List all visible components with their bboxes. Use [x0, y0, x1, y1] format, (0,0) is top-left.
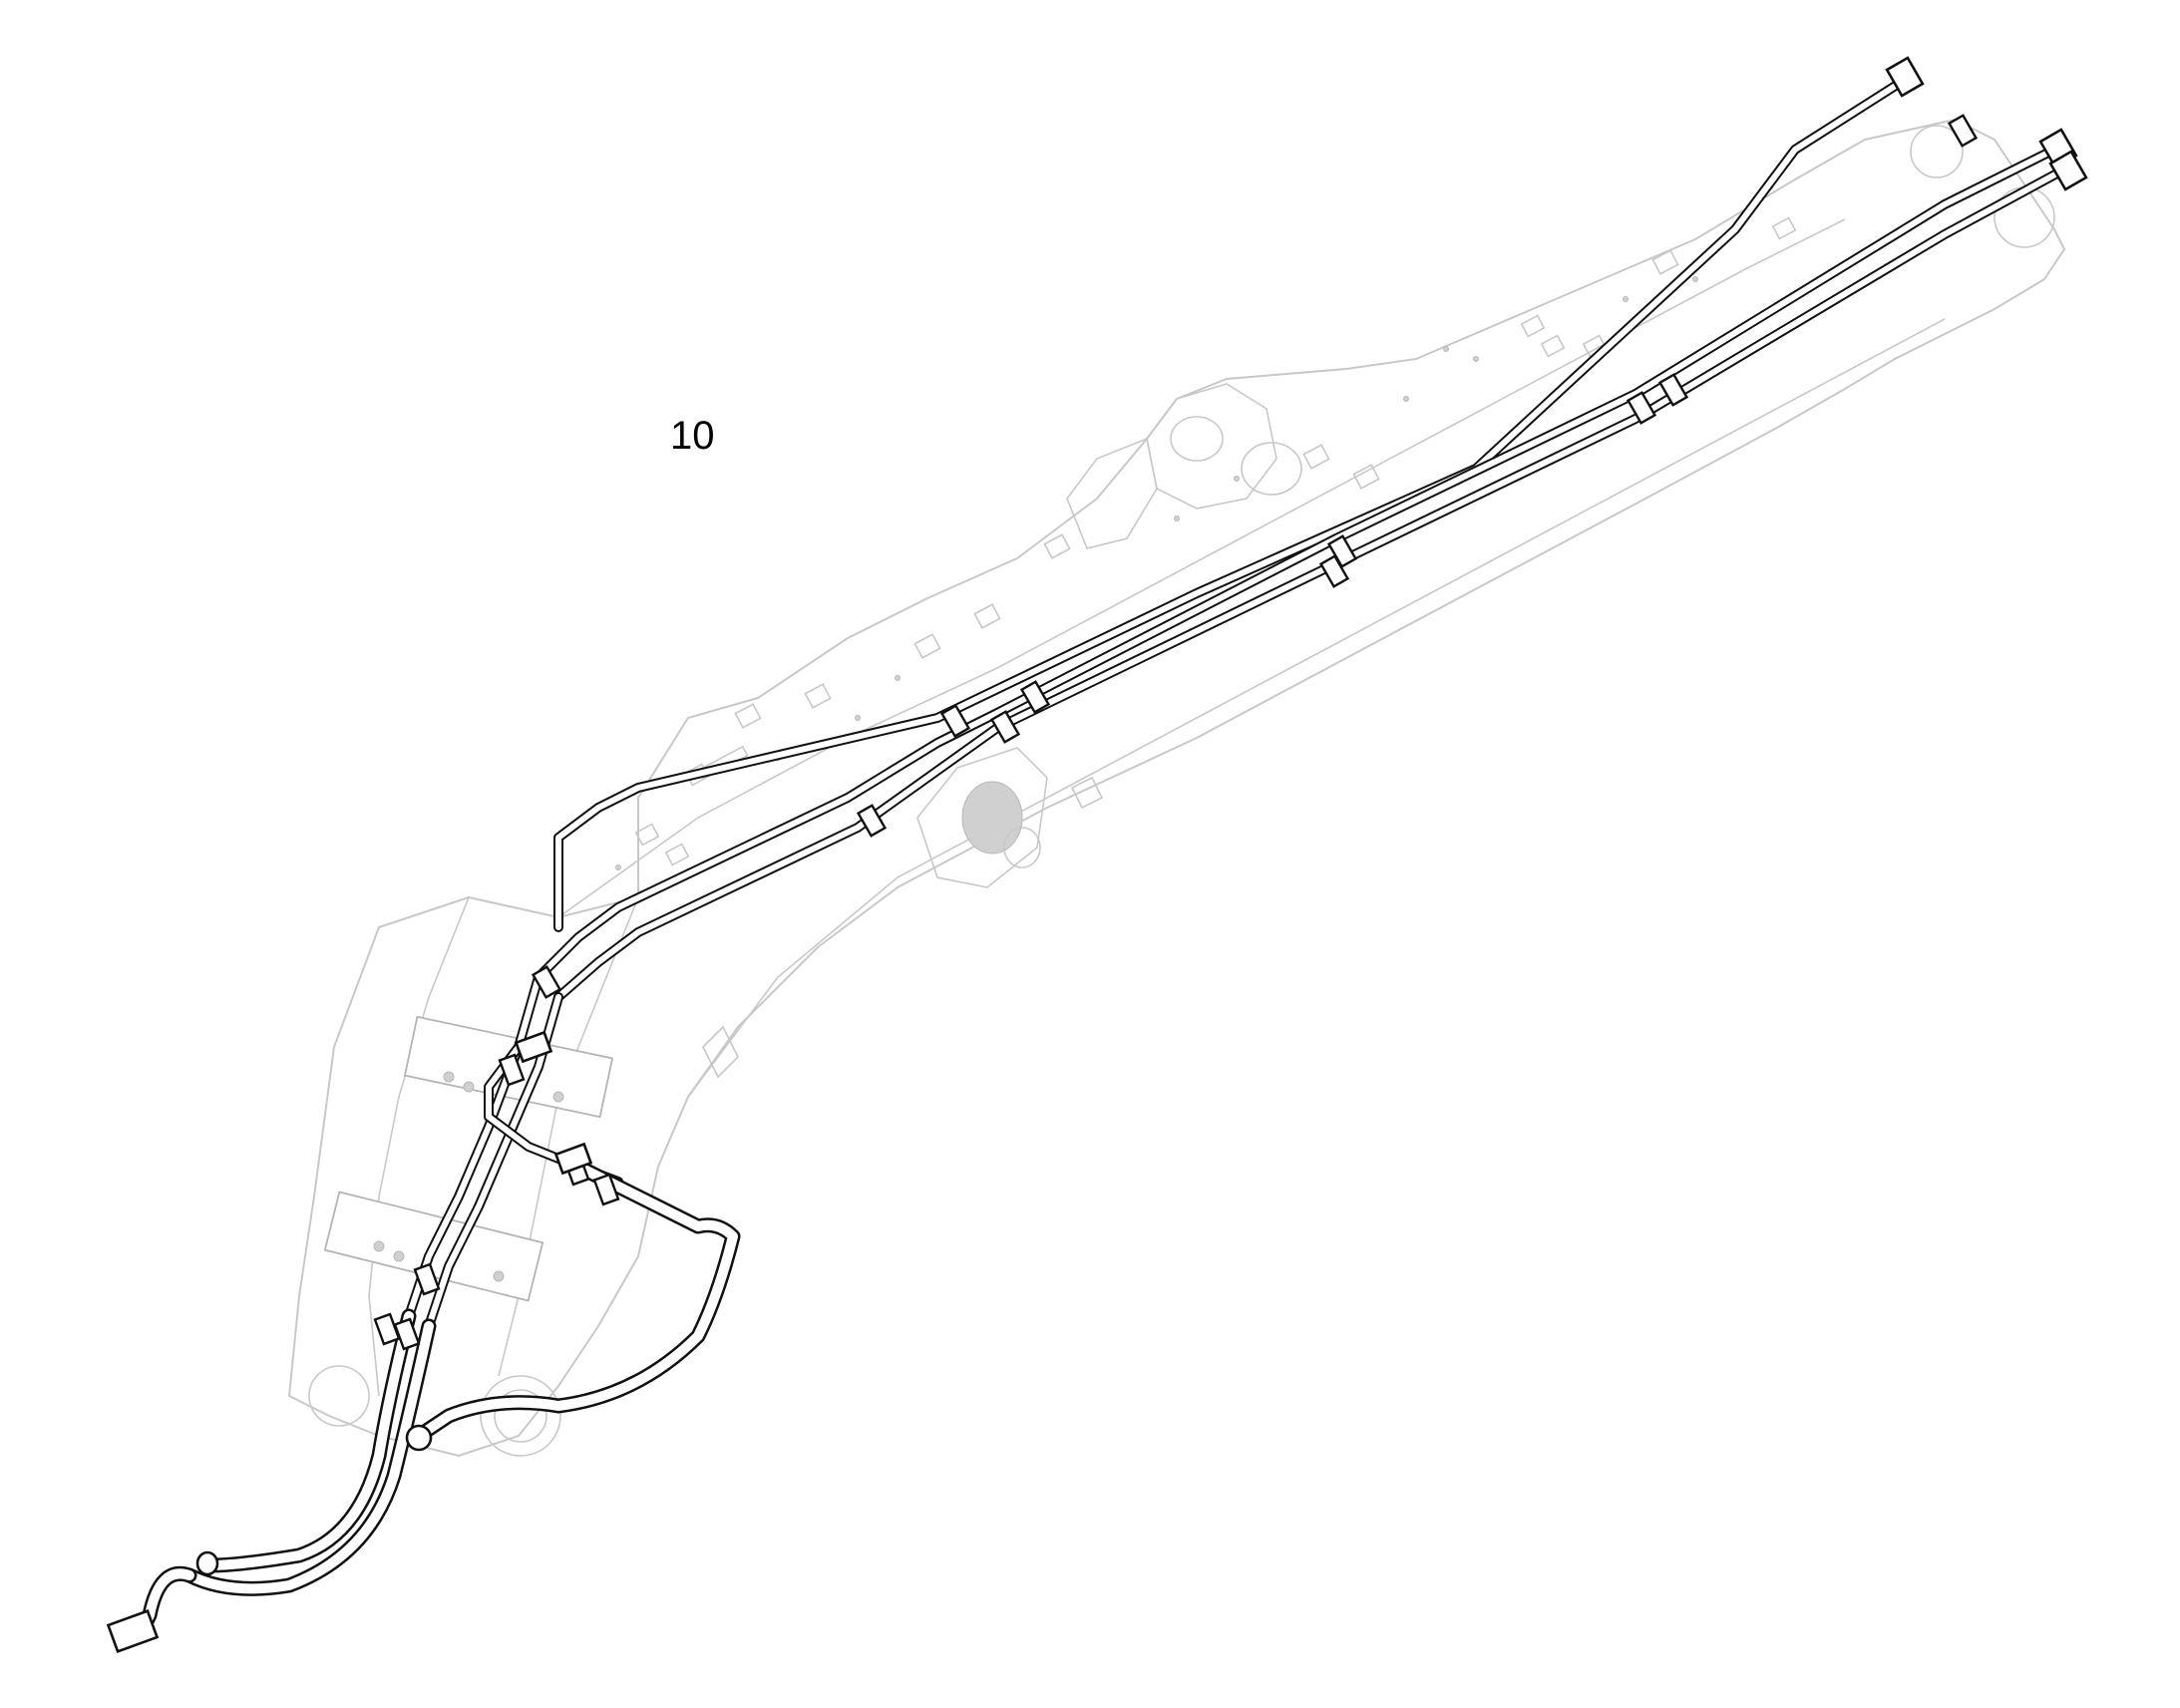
side-boss-b: [702, 1025, 739, 1079]
foot-hose-b: [182, 1318, 437, 1596]
boom-inner-edge: [498, 896, 639, 1377]
foot-hose-a: [201, 1308, 417, 1573]
clamp-foot-e: [413, 1262, 441, 1296]
clamp-mid-a: [1657, 373, 1689, 407]
upper-steel-line: [553, 75, 1910, 932]
boom-tip-boss-upper: [1910, 125, 1964, 178]
boom-foot-pin-hole: [494, 1389, 547, 1443]
fitting-tip-b: [2048, 150, 2088, 191]
fitting-loop-block: [553, 1142, 593, 1176]
fitting-foot-block: [514, 1030, 553, 1064]
clamp-low-d: [856, 804, 888, 838]
cylinder-bracket-rib: [1066, 437, 1158, 549]
clamp-low-a: [1019, 680, 1051, 714]
cylinder-mount-hole: [961, 781, 1023, 854]
clamp-mid-d: [1318, 554, 1350, 588]
bracket-pin-hole-b: [1241, 442, 1302, 496]
clamp-foot-a: [531, 965, 562, 999]
boom-lower-ridge: [687, 318, 1946, 1098]
boom-top-ridge: [557, 218, 1846, 918]
cylinder-mount-pin: [1003, 827, 1041, 868]
fitting-foot-hose-a: [195, 1550, 219, 1576]
fitting-hose-loop-end: [405, 1424, 433, 1452]
top-surface-pads: [634, 216, 1797, 866]
clamp-foot-d: [592, 1173, 620, 1206]
callout-label: 10: [670, 414, 715, 458]
clamp-low-c: [939, 704, 971, 738]
clamp-mid-b: [1626, 391, 1657, 425]
cylinder-mount-outline: [916, 747, 1048, 888]
boom-foot-boss-rear: [308, 1365, 370, 1427]
clamp-foot-b: [498, 1053, 526, 1087]
bracket-pin-hole-a: [1170, 416, 1224, 462]
boom-foot-boss: [480, 1375, 561, 1457]
clamp-foot-g: [393, 1317, 421, 1351]
clamp-tip-a: [1947, 114, 1979, 148]
fitting-foot-end: [106, 1608, 160, 1654]
side-boss-a: [1070, 776, 1104, 810]
clamp-low-b: [989, 710, 1021, 744]
flexible-hose-loop: [411, 1159, 741, 1444]
cylinder-bracket-outline: [1146, 383, 1277, 510]
boom-side-ridge: [368, 896, 470, 1397]
fitting-tip-upper: [1885, 56, 1925, 98]
side-plate-bolts: [373, 1071, 564, 1282]
end-fittings: [106, 56, 2088, 1654]
